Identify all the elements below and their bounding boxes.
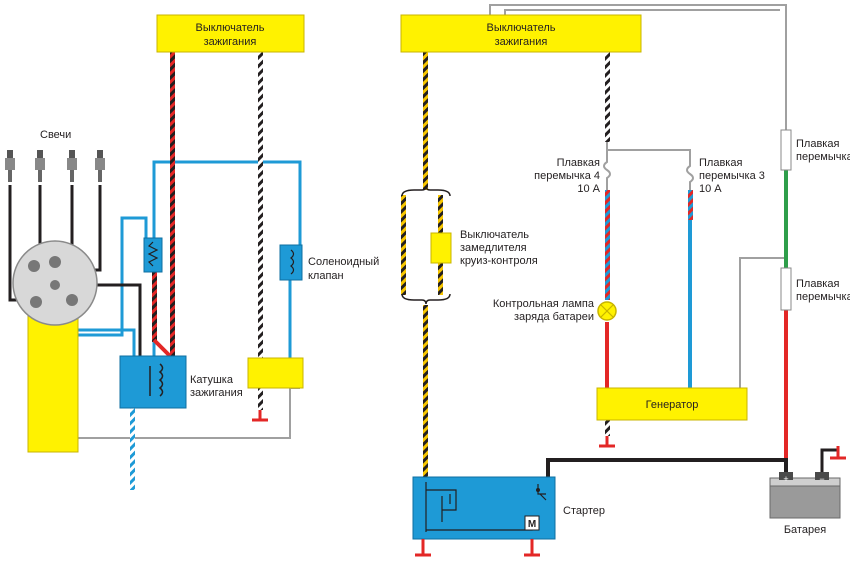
ground-icon-battery [830, 446, 846, 460]
spark-plug-4-icon [95, 150, 105, 182]
spark-plug-3-icon [67, 150, 77, 182]
fuse-4-label-2: перемычка 4 [534, 170, 600, 182]
battery-plus-terminal [779, 472, 793, 480]
generator-label: Генератор [646, 399, 699, 411]
cruise-switch-label-1: Выключатель [460, 229, 529, 241]
generator-box [596, 387, 748, 421]
right-circuit: Выключатель зажигания Выключатель замедл… [400, 4, 850, 557]
wire-blackwhite-gen-ground [605, 420, 610, 436]
ignition-switch-box-left [156, 14, 305, 53]
distributor-terminal-4 [30, 296, 42, 308]
distributor-terminal-2 [49, 256, 61, 268]
ballast-resistor-box [143, 237, 163, 273]
fusible-link-lower-label-1: Плавкая [796, 278, 839, 290]
battery-plus-sign: + [783, 474, 788, 484]
wire-black-battery-starter [546, 458, 788, 478]
spark-plug-2-icon [35, 150, 45, 182]
wire-yellowblack-left [401, 195, 406, 295]
distributor-terminal-3 [66, 294, 78, 306]
ground-icon-starter-left [415, 539, 431, 557]
cruise-bracket-icon [401, 185, 451, 197]
solenoid-valve-label-1: Соленоидный [308, 256, 379, 268]
wire-blackwhite-switch [605, 52, 610, 142]
ground-icon-starter-motor [524, 539, 540, 557]
fuse-3-label-3: 10 А [699, 183, 722, 195]
ignition-switch-label-left-2: зажигания [204, 36, 257, 48]
charge-lamp-label-1: Контрольная лампа [493, 298, 595, 310]
ignition-switch-label-right-2: зажигания [495, 36, 548, 48]
cruise-bracket-bottom-icon [401, 293, 451, 305]
distributor-center [50, 280, 60, 290]
wire-bluered-fuse3-top [688, 190, 693, 220]
starter-contact-icon [536, 488, 540, 492]
distributor-terminal-1 [28, 260, 40, 272]
wire-redblue-fuse4 [605, 190, 610, 300]
wire-bluewhite-coil [130, 408, 135, 490]
ballast-resistor-icon [147, 241, 159, 267]
charge-lamp-cross-b [600, 304, 614, 318]
battery-minus-sign: − [819, 474, 824, 484]
spark-plug-icons [5, 150, 105, 182]
battery-body [769, 481, 841, 519]
ignition-coil-winding-icon [158, 363, 164, 397]
wire-gray-top [489, 4, 787, 130]
wire-gray-fuse-bridge [608, 149, 691, 160]
ground-icon-gen [599, 436, 615, 448]
solenoid-valve-box [279, 244, 303, 281]
fuse-4-label-3: 10 А [577, 183, 600, 195]
wire-whiteblack-ground [258, 388, 263, 410]
fusible-link-upper-label-2: перемычка [796, 151, 850, 163]
charge-lamp-label-2: заряда батареи [514, 311, 594, 323]
battery-minus-terminal [815, 472, 829, 480]
spark-plugs-label: Свечи [40, 129, 71, 141]
wire-redblack-diag [152, 338, 172, 358]
ignition-coil-label-1: Катушка [190, 374, 234, 386]
wire-blue-distrib [78, 328, 136, 356]
fuse-4-icon [603, 142, 611, 190]
wire-whiteblack-main [258, 52, 263, 358]
fusible-link-upper-label-1: Плавкая [796, 138, 839, 150]
wire-redblack-left [152, 272, 157, 342]
starter-solenoid-icon [425, 482, 547, 532]
fusible-link-lower-label-2: перемычка [796, 291, 850, 303]
fuse-3-icon [686, 160, 694, 190]
wire-gray-top2 [504, 9, 780, 15]
ignition-switch-label-right-1: Выключатель [486, 22, 555, 34]
wire-gray-distributor-return [78, 387, 300, 439]
spark-plug-1-icon [5, 150, 15, 182]
ignition-coil-label-2: зажигания [190, 387, 243, 399]
starter-motor-icon [524, 515, 540, 531]
wire-yellowblack-main [423, 52, 428, 190]
fusible-link-lower-icon [780, 267, 792, 311]
battery-top [769, 477, 841, 487]
left-circuit: Выключатель зажигания Свечи [5, 14, 379, 490]
fuse-4-label-1: Плавкая [557, 157, 600, 169]
wire-blue-top [152, 160, 302, 245]
cruise-switch-label-3: круиз-контроля [460, 255, 538, 267]
fuse-3-label-2: перемычка 3 [699, 170, 765, 182]
starter-motor-letter: M [528, 519, 536, 530]
ground-icon-left [252, 410, 268, 422]
cruise-switch-label-2: замедлителя [460, 242, 527, 254]
solenoid-valve-label-2: клапан [308, 270, 344, 282]
ignition-switch-box-right [400, 14, 642, 53]
wire-yellowblack-lower [423, 305, 428, 477]
wire-blue-coil-left [78, 216, 148, 337]
wire-gray-gen [739, 257, 787, 388]
cruise-switch-box [430, 232, 452, 264]
fusible-link-upper-icon [780, 129, 792, 171]
ignition-switch-label-left-1: Выключатель [195, 22, 264, 34]
starter-label: Стартер [563, 505, 605, 517]
ignition-coil-box [119, 355, 187, 409]
battery-label: Батарея [784, 524, 826, 536]
wire-redblack-main [170, 52, 175, 356]
actuator-block [247, 357, 304, 389]
fuse-3-label-1: Плавкая [699, 157, 742, 169]
solenoid-valve-coil-icon [290, 249, 295, 275]
